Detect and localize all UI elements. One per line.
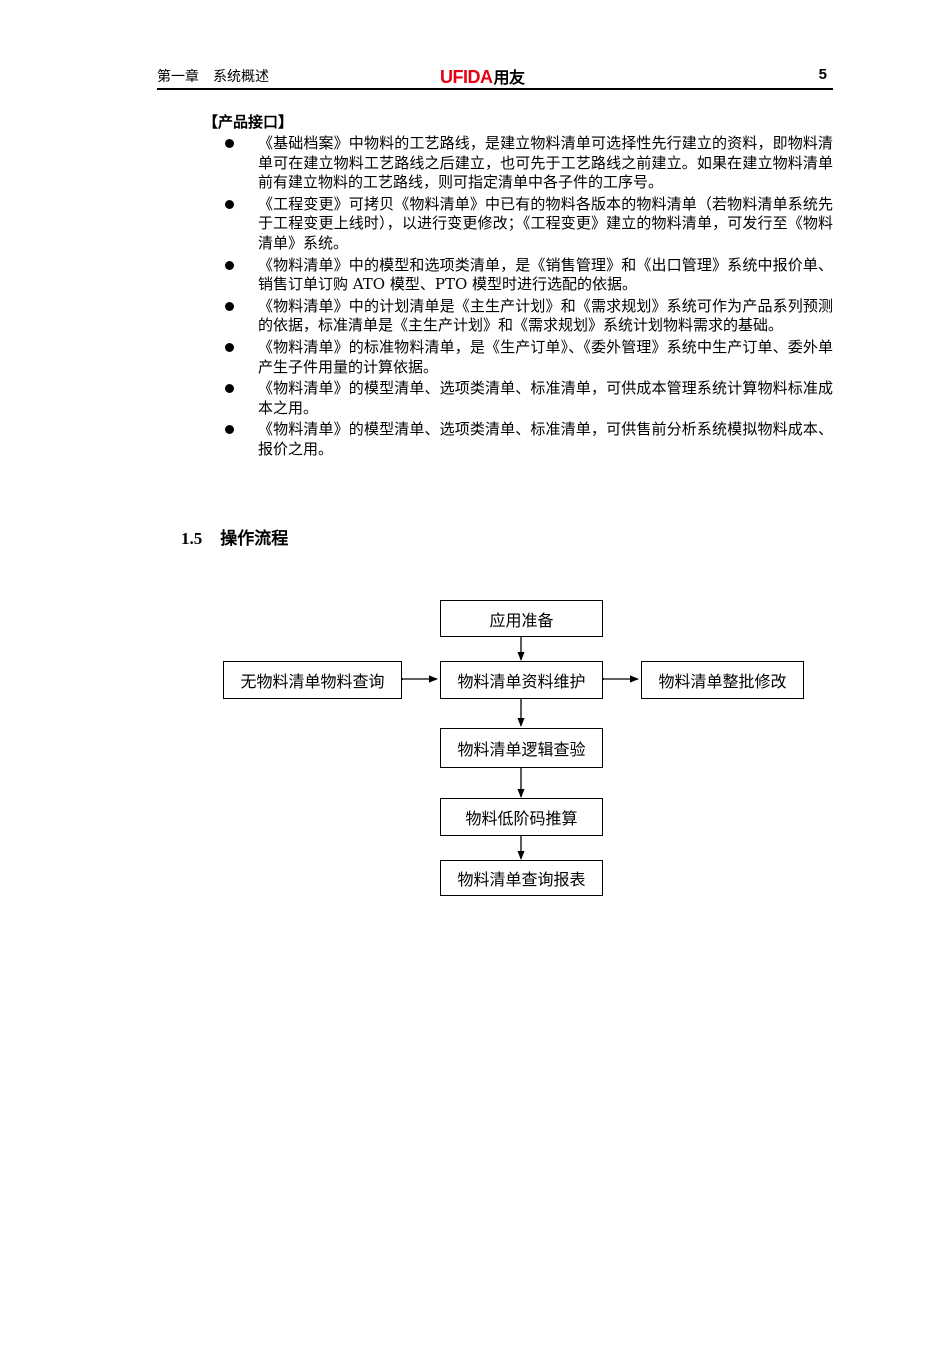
page-number: 5 <box>818 66 827 83</box>
list-item-text: 《物料清单》中的模型和选项类清单，是《销售管理》和《出口管理》系统中报价单、销售… <box>258 255 833 294</box>
list-item: 《工程变更》可拷贝《物料清单》中已有的物料各版本的物料清单（若物料清单系统先于工… <box>225 195 833 254</box>
list-item-text: 《物料清单》的标准物料清单，是《生产订单》、《委外管理》系统中生产订单、委外单产… <box>258 337 833 376</box>
section-title: 1.5 操作流程 <box>181 524 288 549</box>
list-item: 《物料清单》的模型清单、选项类清单、标准清单，可供成本管理系统计算物料标准成本之… <box>225 379 833 418</box>
flow-step-low-level-code: 物料低阶码推算 <box>440 798 603 836</box>
list-item: 《物料清单》的标准物料清单，是《生产订单》、《委外管理》系统中生产订单、委外单产… <box>225 338 833 377</box>
list-item-text: 《基础档案》中物料的工艺路线，是建立物料清单可选择性先行建立的资料，即物料清单可… <box>258 134 833 192</box>
flow-step-report: 物料清单查询报表 <box>440 860 603 896</box>
list-item: 《物料清单》中的计划清单是《主生产计划》和《需求规划》系统可作为产品系列预测的依… <box>225 297 833 336</box>
flow-step-logic-check: 物料清单逻辑查验 <box>440 728 603 768</box>
bullet-icon <box>225 139 234 148</box>
flow-step-batch-modify: 物料清单整批修改 <box>641 661 804 699</box>
bullet-icon <box>225 199 234 209</box>
product-interface-heading: 【产品接口】 <box>203 113 294 131</box>
ufida-logo: UFIDA用友 <box>440 64 525 88</box>
bullet-icon <box>225 425 234 435</box>
list-item-text: 《物料清单》的模型清单、选项类清单、标准清单，可供成本管理系统计算物料标准成本之… <box>258 379 833 417</box>
bullet-icon <box>225 342 234 352</box>
list-item-text: 《物料清单》的模型清单、选项类清单、标准清单，可供售前分析系统模拟物料成本、报价… <box>258 420 833 458</box>
flow-step-maintain: 物料清单资料维护 <box>440 661 603 699</box>
list-item-text: 《物料清单》中的计划清单是《主生产计划》和《需求规划》系统可作为产品系列预测的依… <box>258 296 833 335</box>
product-interface-list: 《基础档案》中物料的工艺路线，是建立物料清单可选择性先行建立的资料，即物料清单可… <box>225 134 833 462</box>
bullet-icon <box>225 301 234 311</box>
chapter-title: 第一章 系统概述 <box>157 69 269 85</box>
list-item: 《物料清单》中的模型和选项类清单，是《销售管理》和《出口管理》系统中报价单、销售… <box>225 256 833 295</box>
logo-brand: UFIDA <box>440 67 493 87</box>
flow-step-query-no-bom: 无物料清单物料查询 <box>223 661 402 699</box>
bullet-icon <box>225 260 234 270</box>
header-divider <box>157 88 833 90</box>
flow-step-prepare: 应用准备 <box>440 600 603 637</box>
page-header: 第一章 系统概述 UFIDA用友 5 <box>157 62 833 88</box>
list-item-text: 《工程变更》可拷贝《物料清单》中已有的物料各版本的物料清单（若物料清单系统先于工… <box>258 194 833 252</box>
list-item: 《物料清单》的模型清单、选项类清单、标准清单，可供售前分析系统模拟物料成本、报价… <box>225 420 833 459</box>
list-item: 《基础档案》中物料的工艺路线，是建立物料清单可选择性先行建立的资料，即物料清单可… <box>225 134 833 193</box>
section-number: 1.5 <box>181 529 203 548</box>
bullet-icon <box>225 384 234 394</box>
section-title-text: 操作流程 <box>220 529 289 549</box>
logo-cn: 用友 <box>493 70 526 87</box>
